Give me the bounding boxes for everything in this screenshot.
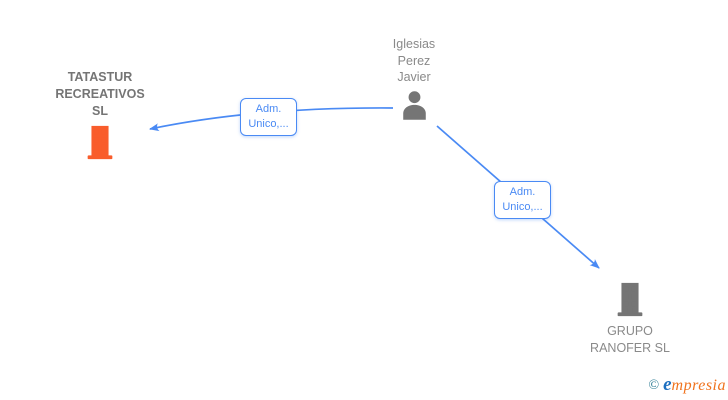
node-label: TATASTUR RECREATIVOS SL	[55, 70, 145, 118]
edge-label-adm-unico-grupo[interactable]: Adm. Unico,...	[494, 181, 551, 219]
edge-label-line: Unico,...	[502, 201, 543, 213]
node-person-iglesias-perez-javier[interactable]: Iglesias Perez Javier	[373, 36, 455, 123]
node-company-grupo-ranofer-sl[interactable]: GRUPO RANOFER SL	[565, 281, 695, 356]
edge-label-line: Unico,...	[248, 118, 289, 130]
copyright-icon: ©	[648, 378, 660, 393]
node-label: Iglesias Perez Javier	[392, 37, 436, 84]
brand-initial: e	[663, 374, 672, 395]
node-company-tatastur-recreativos-sl[interactable]: TATASTUR RECREATIVOS SL	[30, 69, 170, 162]
edge-label-line: Adm.	[509, 186, 536, 198]
edge-label-adm-unico-tatastur[interactable]: Adm. Unico,...	[240, 98, 297, 136]
edge-label-line: Adm.	[255, 103, 282, 115]
node-label: GRUPO RANOFER SL	[590, 324, 670, 355]
building-icon	[617, 282, 643, 317]
person-icon	[402, 90, 426, 120]
brand-wordmark: mpresia	[671, 377, 726, 394]
empresia-logo[interactable]: © empresia	[648, 374, 726, 396]
building-icon	[87, 125, 113, 160]
